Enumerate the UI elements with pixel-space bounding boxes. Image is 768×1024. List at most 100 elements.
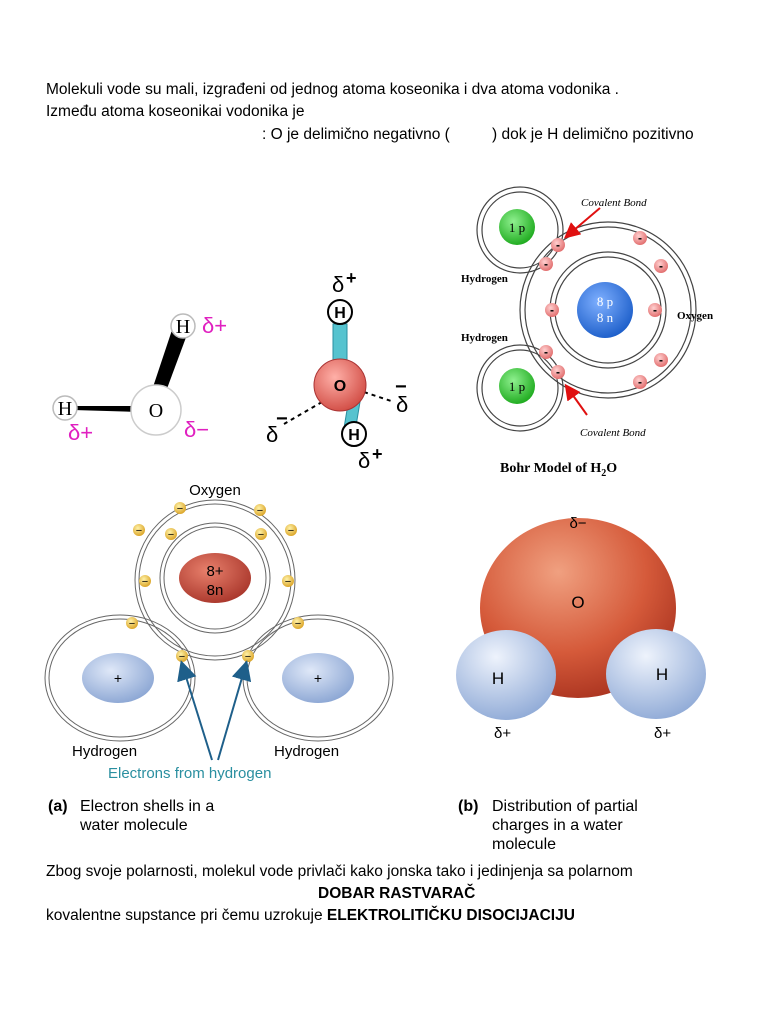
intro-line-3b: ) dok je H delimično pozitivno — [492, 126, 694, 143]
caption-b-line-1: Distribution of partial — [492, 798, 638, 815]
hydrogen-label-bottom: Hydrogen — [461, 332, 508, 344]
electron: − — [133, 524, 145, 537]
delta-plus-left: δ+ — [68, 420, 93, 445]
oxygen-label: Oxygen — [677, 310, 713, 322]
electron: - — [551, 365, 565, 379]
hydrogen-nucleus-right — [282, 653, 354, 703]
svg-text:-: - — [556, 238, 560, 252]
oxygen-nucleus — [577, 282, 633, 338]
svg-text:−: − — [258, 529, 264, 541]
oxygen-label: Oxygen — [189, 482, 241, 499]
electron: − — [285, 524, 297, 537]
outro-line-1: Zbog svoje polarnosti, molekul vode priv… — [46, 863, 633, 880]
electron: − — [165, 528, 177, 541]
hydrogen-atom-left — [52, 395, 78, 421]
hydrogen-proton-top — [499, 209, 535, 245]
caption-b-label: (b) — [458, 798, 478, 815]
svg-text:-: - — [544, 257, 548, 271]
outro-line-3: kovalentne supstance pri čemu uzrokuje E… — [46, 906, 575, 926]
delta-plus-right: δ+ — [654, 725, 671, 742]
nucleus-neutrons: 8n — [207, 582, 224, 599]
svg-text:-: - — [638, 375, 642, 389]
hydrogen-sphere-left — [456, 630, 556, 720]
hydrogen-sphere-right — [606, 629, 706, 719]
hydrogen-ball-top — [327, 299, 353, 325]
intro-line-1: Molekuli vode su mali, izgrađeni od jedn… — [46, 81, 619, 98]
electron: - — [539, 257, 553, 271]
svg-text:−: − — [245, 651, 251, 663]
minus-left: − — [276, 408, 288, 430]
svg-text:−: − — [136, 525, 142, 537]
outro-line-3b: ELEKTROLITIČKU DISOCIJACIJU — [326, 907, 575, 924]
electron: − — [174, 502, 186, 515]
electron: - — [633, 375, 647, 389]
delta-minus-label: δ− — [569, 515, 586, 532]
plus-top: + — [346, 268, 357, 288]
caption-b-line-3: molecule — [492, 836, 556, 853]
svg-text:-: - — [556, 365, 560, 379]
figure-ball-stick: H O H δ + δ − δ − δ + — [266, 268, 408, 473]
outro-line-3a: kovalentne supstance pri čemu uzrokuje — [46, 907, 323, 924]
caption-a-line-2: water molecule — [79, 817, 188, 834]
h-left-label: H — [58, 398, 72, 420]
svg-text:−: − — [285, 576, 291, 588]
electron: - — [654, 259, 668, 273]
delta-top: δ — [332, 272, 344, 297]
svg-text:−: − — [257, 505, 263, 517]
hydrogen-nucleus-left — [82, 653, 154, 703]
h-top-label: H — [176, 316, 190, 338]
nucleus-charge: 8+ — [206, 563, 223, 580]
delta-left: δ — [266, 422, 278, 447]
svg-text:−: − — [168, 529, 174, 541]
delta-minus-o: δ− — [184, 417, 209, 442]
oxygen-nucleus — [179, 553, 251, 603]
electrons-from-hydrogen: Electrons from hydrogen — [108, 765, 271, 782]
svg-text:-: - — [659, 259, 663, 273]
figure-electron-shells: 8+ 8n + + − − − − − − − − − − − − Oxygen… — [44, 482, 394, 834]
minus-right: − — [395, 376, 407, 398]
h-top-label: H — [334, 305, 346, 322]
caption-a-line-1: Electron shells in a — [80, 798, 214, 815]
outro-line-2: DOBAR RASTVARAČ — [318, 885, 476, 902]
svg-text:−: − — [142, 576, 148, 588]
delta-plus-left: δ+ — [494, 725, 511, 742]
proton-left: + — [114, 670, 122, 686]
o-label: O — [334, 378, 346, 395]
hydrogen-atom-top — [170, 313, 196, 339]
electron: - — [654, 353, 668, 367]
intro-line-3a: : O je delimično negativno ( — [262, 126, 450, 143]
electron: - — [633, 231, 647, 245]
svg-text:-: - — [659, 353, 663, 367]
delta-bottom: δ — [358, 448, 370, 473]
electron: - — [551, 238, 565, 252]
electron: − — [254, 504, 266, 517]
electron: - — [648, 303, 662, 317]
figure-water-partial-charges: H H O δ+ δ+ δ− — [52, 313, 227, 445]
electron: − — [176, 650, 188, 663]
svg-text:−: − — [177, 503, 183, 515]
caption-a-label: (a) — [48, 798, 68, 815]
svg-text:-: - — [638, 231, 642, 245]
hydrogen-label-right: Hydrogen — [274, 743, 339, 760]
o-label: O — [149, 400, 163, 422]
caption-b-line-2: charges in a water — [492, 817, 623, 834]
svg-text:−: − — [179, 651, 185, 663]
o-label: O — [571, 593, 584, 612]
plus-bottom: + — [372, 444, 383, 464]
proton-right: + — [314, 670, 322, 686]
electron: - — [539, 345, 553, 359]
electron: − — [255, 528, 267, 541]
electron: − — [139, 575, 151, 588]
oxygen-atom — [130, 384, 182, 436]
electron: − — [126, 617, 138, 630]
proton-label-top: 1 p — [509, 220, 525, 235]
svg-text:-: - — [550, 303, 554, 317]
covalent-bond-bottom: Covalent Bond — [580, 427, 646, 439]
h-left-label: H — [492, 669, 504, 688]
svg-text:−: − — [288, 525, 294, 537]
hydrogen-label-left: Hydrogen — [72, 743, 137, 760]
svg-text:−: − — [129, 618, 135, 630]
electron: − — [292, 617, 304, 630]
bohr-title: Bohr Model of H2O — [500, 461, 617, 479]
intro-line-2: Između atoma koseonikai vodonika je — [46, 103, 305, 120]
